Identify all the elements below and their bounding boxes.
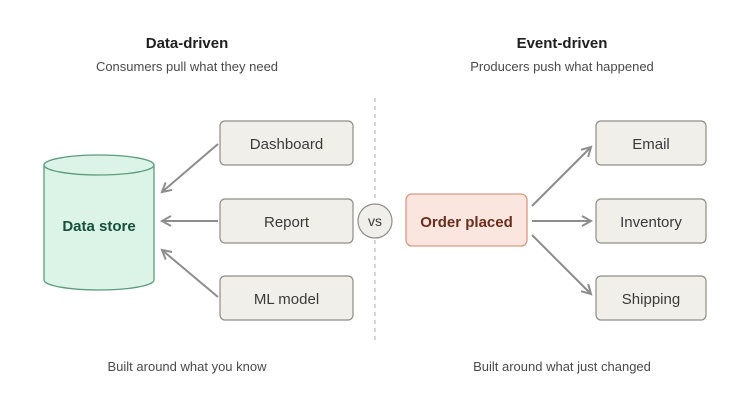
consumer-report: Report (219, 198, 354, 244)
push-arrow-email (531, 147, 591, 207)
target-email-label: Email (632, 136, 670, 153)
target-inventory: Inventory (595, 198, 707, 244)
consumer-ml-model: ML model (219, 275, 354, 321)
vs-badge: vs (357, 203, 393, 239)
data-store-label: Data store (62, 218, 135, 235)
consumer-ml-model-label: ML model (254, 291, 319, 308)
vs-label: vs (368, 213, 382, 229)
pull-arrow-dashboard (162, 143, 219, 192)
target-email: Email (595, 120, 707, 166)
event-driven-title: Event-driven (517, 35, 608, 52)
consumer-report-label: Report (264, 214, 310, 231)
target-inventory-label: Inventory (620, 214, 682, 231)
target-shipping-label: Shipping (622, 291, 680, 308)
data-driven-subtitle: Consumers pull what they need (96, 59, 278, 74)
data-driven-title: Data-driven (146, 35, 229, 52)
data-store-cylinder: Data store (43, 154, 155, 291)
event-order-placed: Order placed (405, 193, 528, 247)
push-arrow-shipping (531, 234, 591, 294)
consumer-dashboard-label: Dashboard (250, 136, 323, 153)
target-shipping: Shipping (595, 275, 707, 321)
consumer-dashboard: Dashboard (219, 120, 354, 166)
event-driven-subtitle: Producers push what happened (470, 59, 654, 74)
event-order-placed-label: Order placed (420, 214, 513, 231)
event-driven-caption: Built around what just changed (473, 359, 651, 374)
pull-arrow-ml-model (162, 250, 219, 298)
data-driven-caption: Built around what you know (108, 359, 268, 374)
